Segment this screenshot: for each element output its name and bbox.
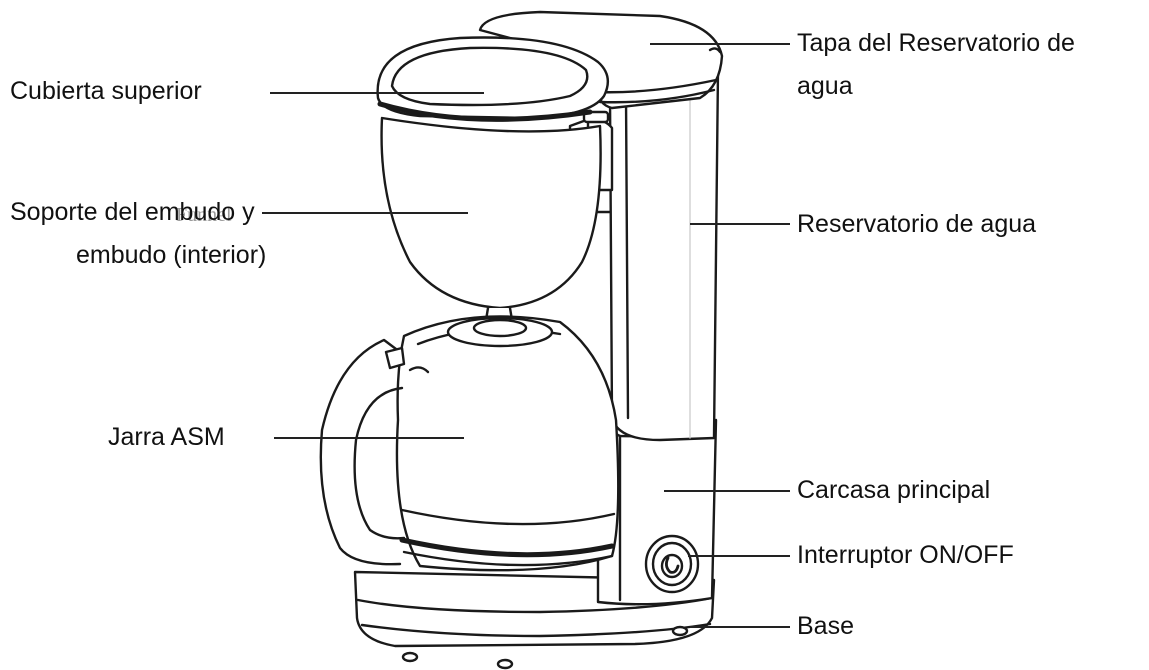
top-cover-part [376, 36, 610, 122]
label-reservoir-lid-line2: agua [797, 72, 853, 100]
funnel-holder-part [380, 116, 602, 322]
label-reservoir-lid-line1: Tapa del Reservatorio de [797, 29, 1075, 57]
label-base: Base [797, 612, 854, 640]
label-reservoir: Reservatorio de agua [797, 210, 1037, 238]
label-main-housing: Carcasa principal [797, 476, 991, 504]
label-switch: Interruptor ON/OFF [797, 541, 1014, 569]
coffee-maker-illustration [319, 10, 724, 670]
label-funnel-holder-line2: embudo (interior) [76, 241, 267, 269]
label-funnel-holder-line1: Soporte del embudo y [10, 198, 255, 226]
on-off-switch-part [644, 534, 700, 594]
carafe-part [319, 315, 620, 572]
leader-lines [262, 43, 790, 628]
label-carafe: Jarra ASM [108, 423, 225, 451]
funnel-watermark-text: Funnel [176, 204, 232, 226]
label-top-cover: Cubierta superior [10, 77, 202, 105]
water-reservoir-part [568, 54, 720, 442]
